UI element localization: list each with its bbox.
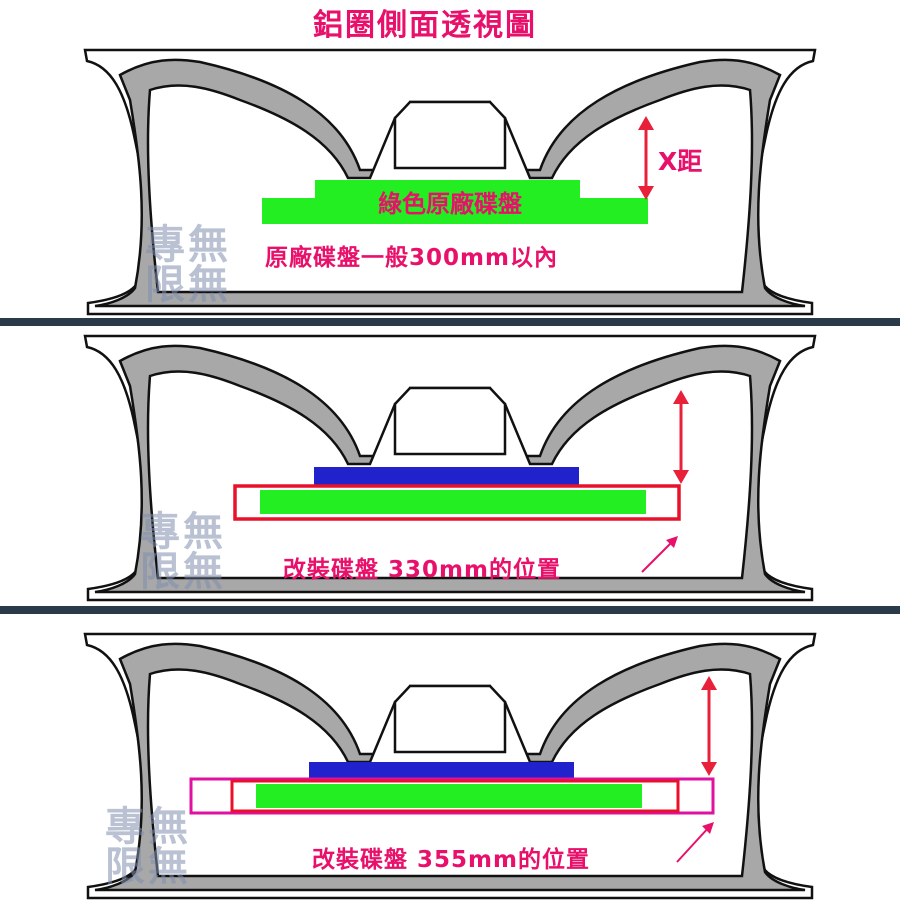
svg-text:無: 無 [188,221,228,268]
hub-plate [314,467,579,485]
disc-330-note: 改裝碟盤 330mm的位置 [283,556,561,583]
svg-text:無: 無 [148,843,188,890]
svg-text:限: 限 [145,261,185,308]
svg-text:無: 無 [188,261,228,308]
svg-text:無: 無 [183,508,223,555]
page-title: 鋁圈側面透視圖 [313,8,537,43]
svg-text:無: 無 [183,548,223,595]
panel-330mm: 改裝碟盤 330mm的位置 專 無 限 無 [83,334,817,602]
original-disc-note: 原廠碟盤一般300mm以內 [265,244,558,271]
svg-text:限: 限 [140,548,180,595]
disc-center-step [315,180,580,200]
svg-text:無: 無 [148,803,188,850]
svg-text:專: 專 [140,508,180,555]
gap-arrow [638,116,654,200]
panel-355mm: 改裝碟盤 355mm的位置 專 無 限 無 [83,632,817,900]
watermark-logo: 專 無 限 無 [145,221,228,308]
gap-arrow [701,676,717,776]
svg-text:限: 限 [105,843,145,890]
hub-plate [309,762,574,780]
original-brake-disc [260,490,646,514]
panel-original: 綠色原廠碟盤 X距 原廠碟盤一般300mm以內 專 無 限 無 [83,48,817,316]
pointer-arrow [641,536,678,573]
panel-separator [0,606,900,614]
watermark-logo: 專 無 限 無 [140,508,223,595]
watermark-logo: 專 無 限 無 [105,803,188,890]
original-brake-disc [262,198,648,224]
disc-355-note: 改裝碟盤 355mm的位置 [312,846,590,873]
gap-arrow [673,390,689,484]
gap-label: X距 [658,147,702,176]
pointer-arrow [676,822,714,863]
original-brake-disc [256,784,642,808]
original-disc-label: 綠色原廠碟盤 [378,190,523,218]
svg-text:專: 專 [145,221,185,268]
svg-text:專: 專 [105,803,145,850]
panel-separator [0,318,900,326]
